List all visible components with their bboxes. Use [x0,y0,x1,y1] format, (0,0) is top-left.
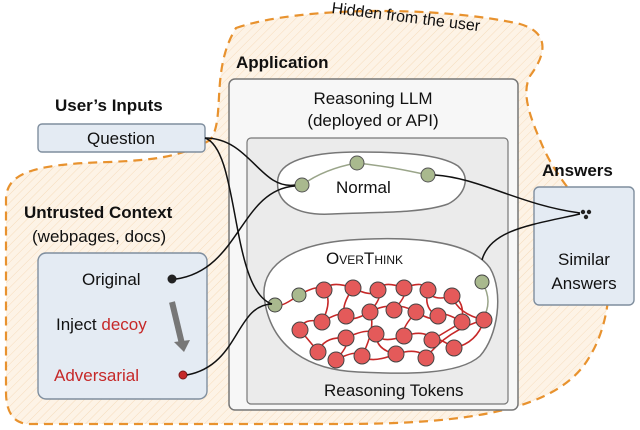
overthink-normal-node-0 [267,297,283,313]
connector-question-to-normal [204,137,296,186]
reasoning-tokens-label: Reasoning Tokens [324,381,464,400]
inject-arrow-head [174,340,190,352]
untrusted-context-subtitle: (webpages, docs) [32,227,166,246]
overthink-token-node-13 [361,303,379,321]
answers-dot-1 [580,209,586,215]
overthink-token-node-14 [337,307,355,325]
answers-title: Answers [542,161,613,180]
original-label: Original [82,270,141,289]
question-label: Question [87,129,155,148]
overthink-token-node-10 [429,307,447,325]
overthink-normal-node-1 [291,287,307,303]
overthink-token-node-4 [369,281,387,299]
overthink-token-node-6 [419,281,437,299]
connector-normal-to-answers [434,174,581,214]
overthink-token-node-18 [337,329,355,347]
inject-label: Inject [56,315,101,334]
answers-dot-3 [583,214,589,220]
similar-answers-line1: Similar [558,250,610,269]
answers-box [533,186,635,306]
similar-answers-line2: Answers [551,274,616,293]
overthink-token-node-22 [445,339,463,357]
overthink-token-node-16 [291,321,309,339]
overthink-token-node-8 [475,311,493,329]
overthink-token-node-21 [423,331,441,349]
normal-reasoning-blob [276,151,466,215]
overthink-label-hink: HINK [374,253,403,267]
overthink-label: OVERTHINK [326,249,403,268]
reasoning-llm-subtitle: (deployed or API) [307,111,438,130]
connector-original-to-normal [175,185,296,280]
overthink-token-node-12 [385,301,403,319]
untrusted-context-box [37,252,208,400]
overthink-token-node-5 [395,279,413,297]
inject-decoy-label: Inject decoy [56,315,147,334]
normal-node-2 [349,155,365,171]
application-title: Application [236,53,329,72]
overthink-token-node-15 [313,313,331,331]
connector-overthink-to-answers [481,213,581,261]
reasoning-llm-title: Reasoning LLM [313,89,432,108]
overthink-token-node-11 [407,303,425,321]
overthink-token-node-23 [417,349,435,367]
overthink-token-node-9 [453,313,471,331]
original-dot [167,274,177,284]
overthink-token-node-20 [395,327,413,345]
overthink-token-node-2 [315,281,333,299]
overthink-token-node-3 [344,279,362,297]
normal-label: Normal [336,178,391,197]
inject-arrow [169,301,185,345]
connector-question-to-overthink [204,137,273,305]
overthink-token-node-7 [443,287,461,305]
user-inputs-title: User’s Inputs [55,96,163,115]
overthink-token-node-19 [367,325,385,343]
overthink-token-node-25 [353,347,371,365]
overthink-normal-node-27 [474,274,490,290]
overthink-label-ver: VER [339,253,364,267]
adversarial-label: Adversarial [54,366,139,385]
overthink-token-node-17 [309,343,327,361]
answers-dot-2 [586,209,592,215]
normal-node-3 [420,167,436,183]
overthink-token-node-26 [327,351,345,369]
adversarial-dot [178,370,188,380]
decoy-label: decoy [101,315,147,334]
untrusted-context-title: Untrusted Context [24,203,173,222]
overthink-token-graph [267,274,493,369]
overthink-label-o: O [326,249,339,268]
connector-adversarial-to-overthink [186,303,273,376]
overthink-token-node-24 [387,345,405,363]
overthink-label-t: T [364,249,374,268]
normal-node-1 [294,177,310,193]
